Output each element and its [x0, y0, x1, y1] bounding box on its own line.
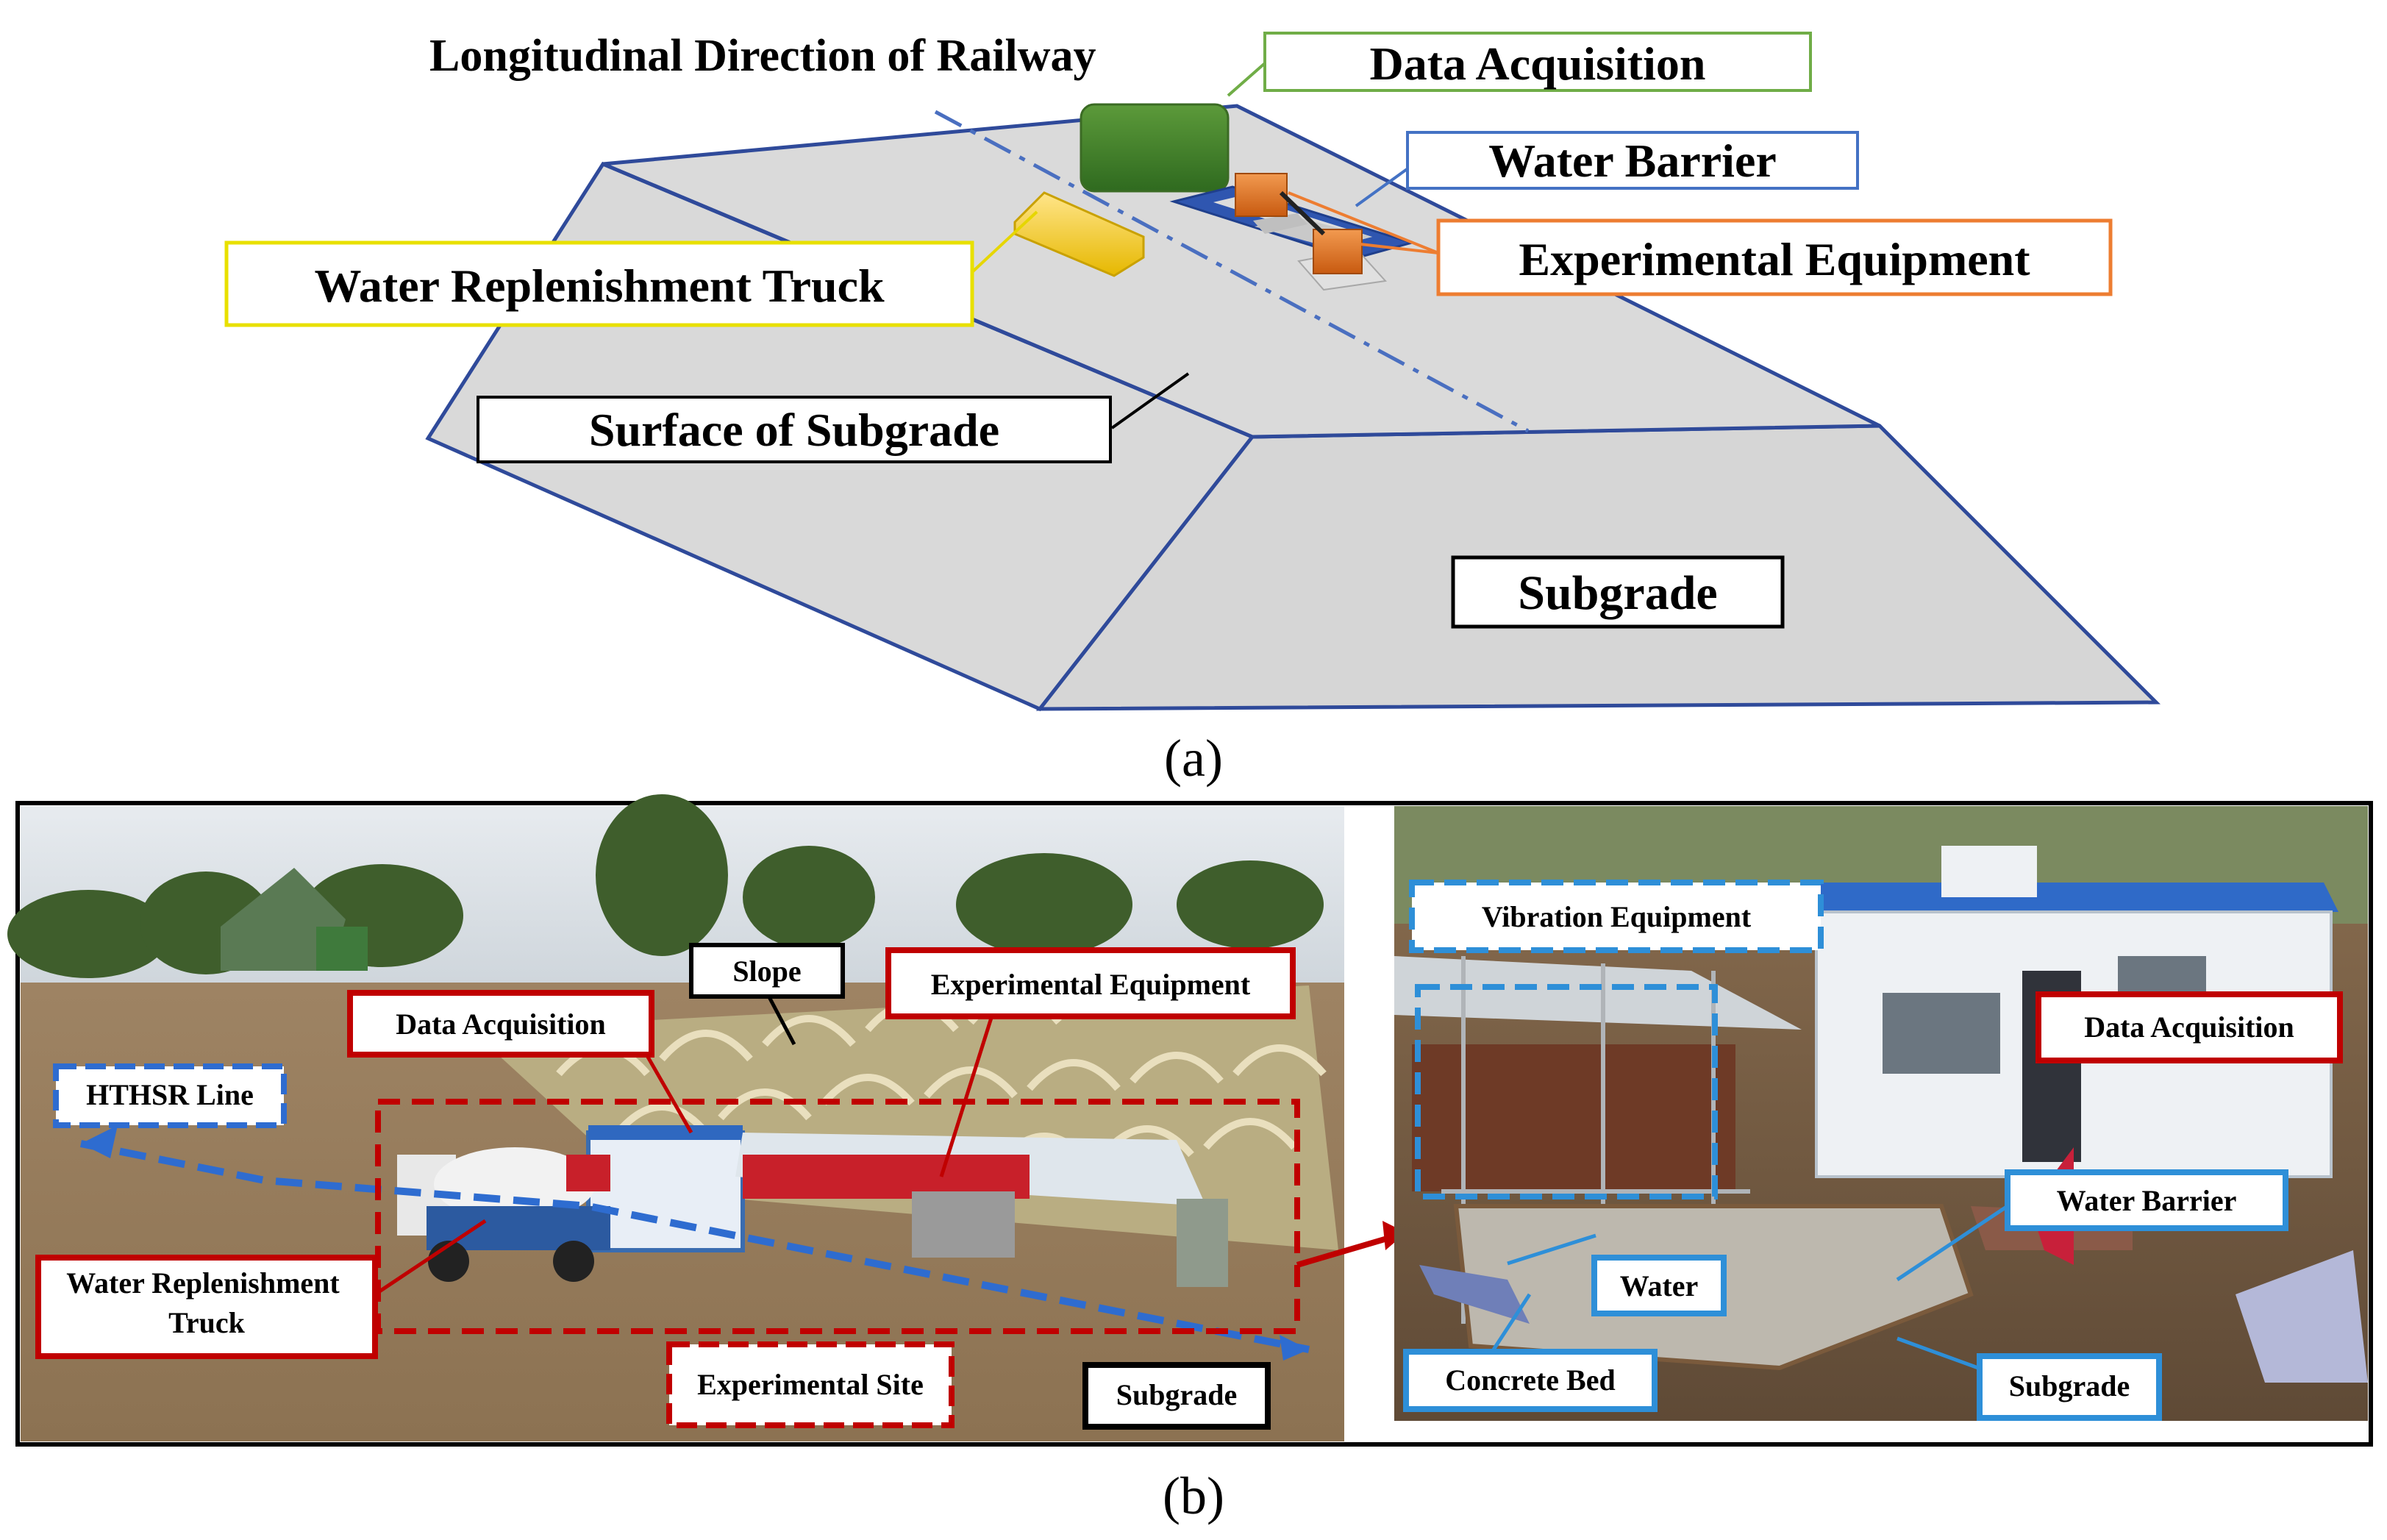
experimental-site-label-box: [666, 1341, 955, 1428]
data-acquisition-block: [1080, 103, 1230, 193]
water-truck-photo-label: Water Replenishment Truck: [66, 1266, 346, 1339]
experimental-equipment-block: [1235, 173, 1388, 291]
experimental-equipment-photo-label-box: [885, 947, 1296, 1019]
panel-a-diagram: Longitudinal Direction of Railway Data A…: [224, 31, 2161, 788]
data-acquisition-photo-label-box: [347, 990, 654, 1058]
water-barrier-label: Water Barrier: [1488, 135, 1777, 187]
experimental-equipment-label-box: [1436, 218, 2113, 296]
experimental-equipment-photo-label: Experimental Equipment: [931, 968, 1251, 1001]
data-acquisition-right-label-box: [2035, 991, 2343, 1063]
water-barrier-label-box: [1406, 131, 1859, 190]
data-acquisition-photo-label: Data Acquisition: [396, 1008, 606, 1041]
hthsr-label-box: [53, 1063, 287, 1128]
longitudinal-direction-label: Longitudinal Direction of Railway: [429, 31, 1096, 81]
subgrade-photo-left-label: Subgrade: [1116, 1378, 1238, 1411]
surface-label-box: [477, 396, 1112, 463]
subgrade-photo-left-label-box: [1082, 1362, 1271, 1430]
experimental-site-frame: [375, 1099, 1300, 1334]
caption-b: (b): [1163, 1466, 1224, 1525]
water-truck-photo-label-box: [35, 1255, 378, 1359]
subgrade-right-label-box: [1977, 1353, 2162, 1421]
vibration-equipment-label: Vibration Equipment: [1482, 900, 1752, 933]
water-label: Water: [1620, 1269, 1699, 1302]
subgrade-label-box: [1451, 555, 1785, 629]
data-acquisition-right-label: Data Acquisition: [2084, 1010, 2294, 1044]
water-truck-label: Water Replenishment Truck: [314, 260, 885, 312]
water-truck-label-box: [224, 240, 974, 327]
subgrade-right-label: Subgrade: [2009, 1369, 2130, 1402]
surface-of-subgrade-label: Surface of Subgrade: [589, 404, 999, 456]
water-truck-photo-label-line2: Truck: [168, 1306, 245, 1339]
panel-b-photos: Slope Experimental Equipment Data Acquis…: [7, 794, 2373, 1525]
slope-label: Slope: [732, 955, 801, 988]
vibration-equipment-frame: [1415, 984, 1718, 1199]
data-acquisition-label-box: [1263, 32, 1812, 92]
concrete-bed-label-box: [1403, 1349, 1658, 1412]
experimental-site-label: Experimental Site: [697, 1368, 924, 1401]
caption-a: (a): [1164, 729, 1223, 788]
vibration-equipment-label-box: [1409, 880, 1824, 953]
water-truck-photo-label-line1: Water Replenishment: [66, 1266, 340, 1300]
experimental-equipment-label: Experimental Equipment: [1519, 233, 2030, 285]
concrete-bed-label: Concrete Bed: [1445, 1363, 1615, 1397]
slope-label-box: [689, 943, 845, 999]
data-acquisition-label: Data Acquisition: [1370, 38, 1706, 90]
subgrade-label-a: Subgrade: [1518, 566, 1717, 620]
water-label-box: [1591, 1255, 1727, 1316]
water-barrier-right-label: Water Barrier: [2057, 1184, 2237, 1217]
hthsr-line-label: HTHSR Line: [86, 1078, 254, 1111]
water-barrier-right-label-box: [2005, 1169, 2288, 1231]
railway-centerline: [934, 110, 1530, 433]
right-photo: [1394, 806, 2368, 1421]
